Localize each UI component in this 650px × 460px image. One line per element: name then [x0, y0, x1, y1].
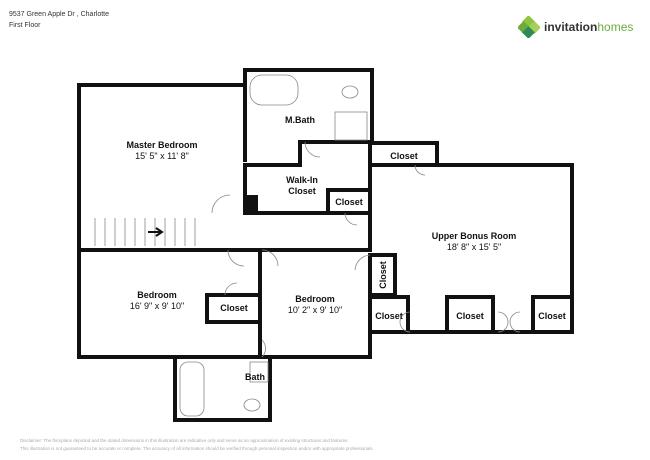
disclaimer-line-1: Disclaimer: The floorplans depicted and … [20, 438, 349, 443]
toilet-icon [243, 398, 261, 412]
bathtub-icon [249, 74, 299, 106]
room-name: Master Bedroom [126, 140, 197, 150]
toilet-icon [341, 85, 359, 99]
closet-label: Closet [538, 311, 566, 321]
logo-icon [518, 16, 540, 38]
floor-label: First Floor [9, 22, 41, 29]
address: 9537 Green Apple Dr , Charlotte [9, 11, 110, 18]
bathtub-icon [179, 361, 205, 417]
room-name: Walk-In [286, 175, 318, 185]
room-dims: 10' 2" x 9' 10" [288, 305, 342, 315]
shower-icon [334, 111, 368, 141]
room-name: Upper Bonus Room [432, 231, 517, 241]
stairs-arrow-icon [148, 227, 164, 237]
logo-text: invitation [544, 20, 598, 34]
walls [77, 68, 574, 422]
disclaimer-line-2: This illustration is not guaranteed to b… [20, 446, 374, 451]
stairs [94, 218, 196, 246]
room-labels: Master Bedroom 15' 5" x 11' 8" M.Bath Wa… [126, 115, 565, 382]
room-name: Bedroom [137, 290, 177, 300]
room-name: M.Bath [285, 115, 315, 125]
room-dims: 18' 8" x 15' 5" [447, 242, 501, 252]
closet-label: Closet [220, 303, 248, 313]
closet-label: Closet [375, 311, 403, 321]
room-name: Bedroom [295, 294, 335, 304]
closet-label: Closet [390, 151, 418, 161]
closet-label: Closet [378, 261, 388, 289]
sink-icon [249, 361, 269, 383]
room-dims: 15' 5" x 11' 8" [135, 151, 189, 161]
closet-label: Closet [335, 197, 363, 207]
room-dims: 16' 9" x 9' 10" [130, 301, 184, 311]
closet-label: Closet [456, 311, 484, 321]
logo-text-accent: homes [597, 20, 634, 34]
fixtures [94, 74, 521, 417]
room-name: Closet [288, 186, 316, 196]
door-swings [211, 141, 521, 358]
room-name: Bath [245, 372, 265, 382]
